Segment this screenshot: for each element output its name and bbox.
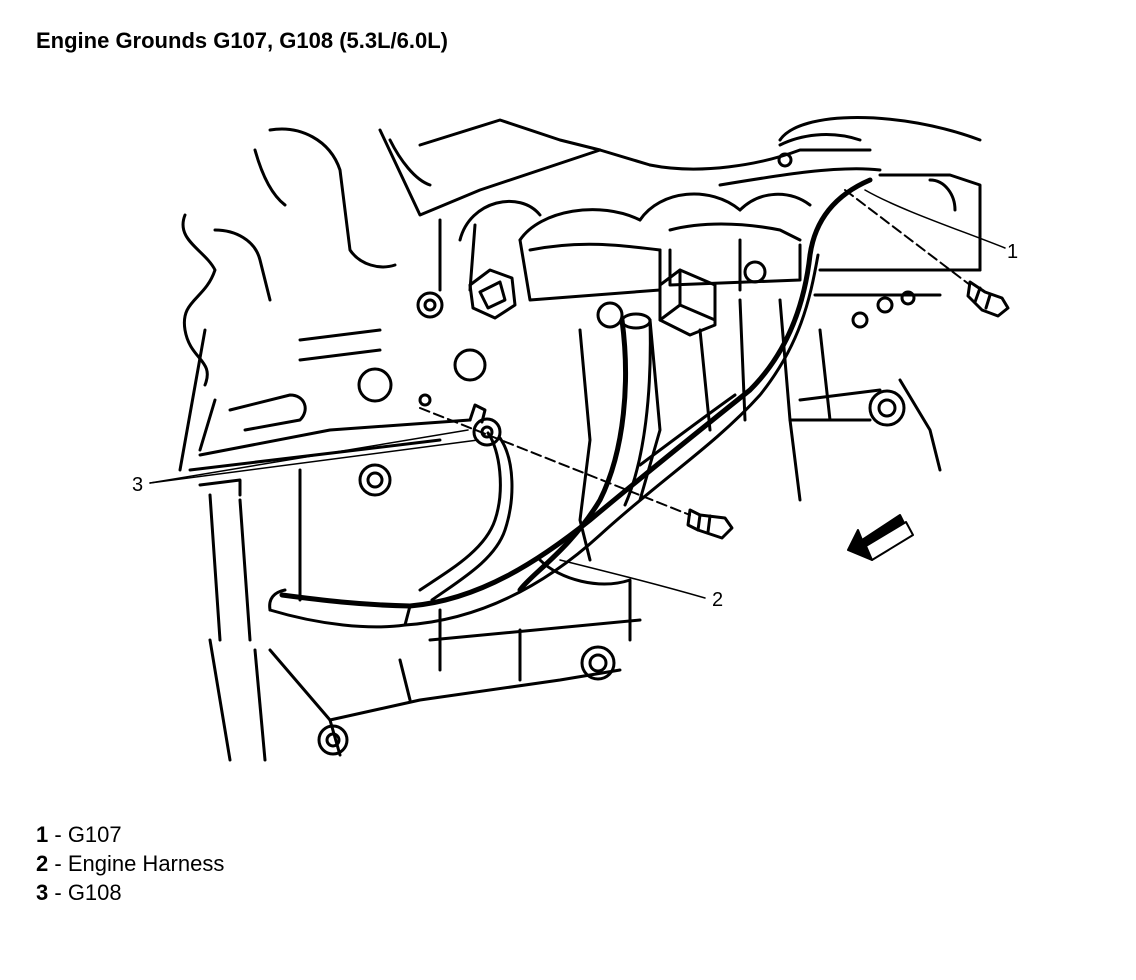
legend: 1 - G107 2 - Engine Harness 3 - G108 xyxy=(36,820,224,907)
callout-2: 2 xyxy=(712,589,723,611)
leader-line-1 xyxy=(864,189,1006,249)
legend-number: 1 xyxy=(36,822,49,847)
legend-number: 3 xyxy=(36,880,49,905)
legend-separator: - xyxy=(48,822,68,847)
callout-3: 3 xyxy=(132,474,143,496)
leader-line-2 xyxy=(559,559,706,599)
legend-number: 2 xyxy=(36,851,49,876)
legend-item: 3 - G108 xyxy=(36,878,224,907)
legend-label: G107 xyxy=(67,822,122,847)
g108-alignment-line xyxy=(419,407,691,516)
g108-ring-terminal xyxy=(468,403,502,447)
legend-separator: - xyxy=(48,851,68,876)
g108-bolt xyxy=(686,508,734,540)
front-cover xyxy=(208,298,942,762)
g107-alignment-line xyxy=(844,189,971,286)
intake-runners xyxy=(438,192,812,302)
diagram-title: Engine Grounds G107, G108 (5.3L/6.0L) xyxy=(36,28,449,53)
direction-arrow xyxy=(847,514,914,561)
leader-line-3a xyxy=(149,429,469,484)
engine-block-outline xyxy=(253,116,982,297)
engine-harness xyxy=(268,177,873,629)
callout-1: 1 xyxy=(1007,241,1018,263)
legend-item: 2 - Engine Harness xyxy=(36,849,224,878)
legend-item: 1 - G107 xyxy=(36,820,224,849)
legend-label: G108 xyxy=(67,880,122,905)
engine-bosses xyxy=(317,152,916,756)
left-bracket xyxy=(178,213,472,497)
hex-nut xyxy=(468,268,517,320)
legend-separator: - xyxy=(48,880,68,905)
leader-line-3b xyxy=(149,439,479,484)
sensor-connector xyxy=(658,268,717,337)
legend-label: Engine Harness xyxy=(67,851,225,876)
g107-bolt xyxy=(966,280,1010,318)
